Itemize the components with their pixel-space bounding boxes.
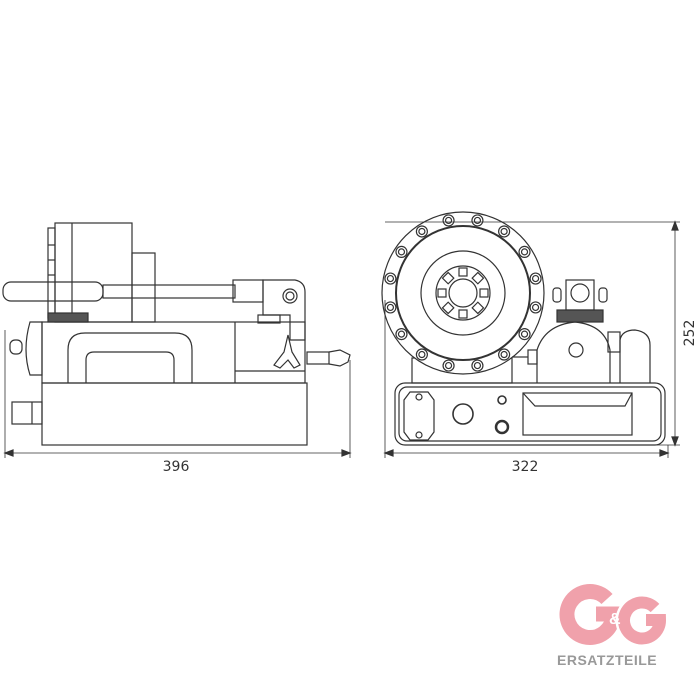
carry-handle	[67, 332, 193, 383]
die-segment	[437, 288, 447, 298]
die-segments	[437, 267, 489, 319]
bolt-icon	[471, 214, 484, 227]
label-plate	[522, 392, 633, 436]
hose-fitting	[306, 351, 330, 365]
panel-button	[494, 419, 510, 435]
oil-tank	[619, 329, 651, 383]
bolt-icon	[518, 245, 531, 258]
handle-rod	[102, 284, 236, 299]
panel-switch	[452, 403, 474, 425]
die-segment	[471, 301, 485, 315]
bolt-icon	[384, 272, 397, 285]
bolt-icon	[444, 361, 453, 370]
front-base-box	[394, 382, 666, 446]
end-knob	[9, 339, 23, 355]
bolt-icon	[395, 328, 408, 341]
bolt-icon	[418, 350, 426, 359]
side-gear	[47, 312, 89, 323]
side-base-box	[41, 382, 308, 446]
side-fins	[47, 227, 56, 319]
bolt-icon	[415, 348, 428, 361]
bolt-icon	[386, 303, 395, 312]
pump-knurl	[556, 309, 604, 323]
crimp-head-outer	[381, 211, 545, 375]
indicator-light	[497, 395, 507, 405]
bolt-icon	[473, 361, 482, 370]
bolt-icon	[531, 303, 540, 312]
die-segment	[479, 288, 489, 298]
bolt-icon	[418, 227, 426, 236]
motor-connector	[11, 401, 43, 425]
bolt-icon	[471, 359, 484, 372]
bolt-icon	[531, 274, 540, 283]
pump-top	[565, 279, 595, 311]
pump-body	[536, 321, 611, 383]
bolt-icon	[415, 225, 428, 238]
bolt-icon	[444, 216, 453, 225]
valve-knob	[273, 334, 301, 369]
pump-hex-plug	[568, 342, 584, 358]
bolt-icon	[442, 214, 455, 227]
bolt-icon	[520, 248, 529, 256]
connector-plate	[403, 391, 435, 441]
bolt-icon	[520, 330, 529, 338]
side-width-label: 396	[163, 459, 190, 475]
bolt-icon	[395, 245, 408, 258]
die-segment	[458, 267, 468, 277]
bolt-icon	[442, 359, 455, 372]
die-segment	[458, 309, 468, 319]
bolt-icon	[500, 350, 508, 359]
side-motor-block	[54, 222, 133, 323]
bolt-icon	[498, 348, 511, 361]
die-segment	[471, 271, 485, 285]
logo-subtitle: ERSATZTEILE	[557, 652, 657, 668]
front-view	[381, 211, 680, 458]
bolt-icon	[518, 328, 531, 341]
die-segment	[441, 301, 455, 315]
bolt-icon	[397, 248, 406, 256]
pump-head	[262, 279, 306, 341]
height-label: 252	[682, 320, 698, 347]
crimp-die	[435, 265, 491, 321]
side-secondary-block	[131, 252, 156, 323]
bolt-icon	[498, 225, 511, 238]
bolt-ring	[384, 214, 542, 372]
front-width-label: 322	[512, 459, 539, 475]
handle-grip	[2, 281, 104, 302]
bolt-icon	[529, 301, 542, 314]
logo-second-g	[618, 596, 667, 645]
bolt-icon	[529, 272, 542, 285]
die-segment	[441, 271, 455, 285]
end-cap	[25, 321, 43, 376]
bolt-icon	[386, 274, 395, 283]
bolt-icon	[473, 216, 482, 225]
bolt-icon	[397, 330, 406, 338]
logo-ampersand: &	[609, 611, 621, 628]
logo-first-g	[559, 584, 621, 645]
side-view	[2, 222, 352, 458]
bolt-icon	[500, 227, 508, 236]
logo: & ERSATZTEILE	[557, 584, 669, 668]
